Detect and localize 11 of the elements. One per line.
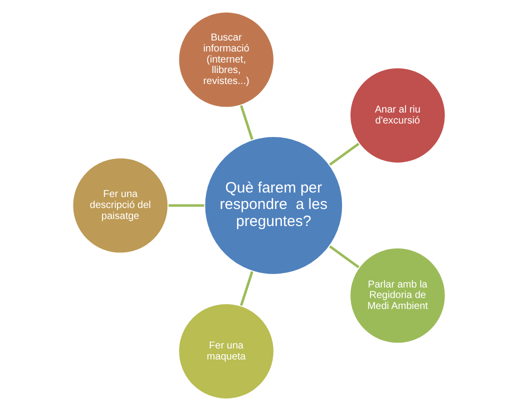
connector (329, 245, 360, 268)
node-circle: Fer una maqueta (177, 302, 276, 400)
connector (329, 142, 360, 166)
node-circle: Què farem per respondre a les preguntes? (204, 135, 344, 276)
node-circle: Anar al riu d'excursió (348, 66, 446, 164)
connector (168, 204, 204, 207)
connector (240, 271, 254, 306)
connector (240, 105, 254, 140)
node-circle: Parlar amb la Regidoria de Medi Ambient (348, 246, 446, 344)
node-circle: Fer una descripció del paisatge (72, 156, 170, 254)
node-circle: Buscar informació (internet, llibres, revistes...) (177, 10, 276, 109)
